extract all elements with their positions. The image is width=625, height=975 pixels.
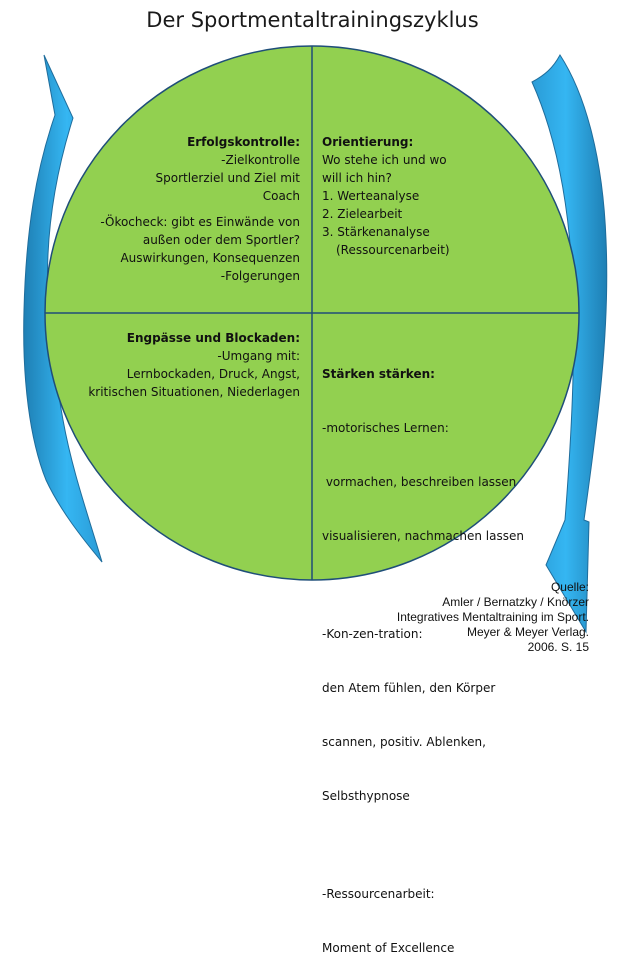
quadrant-erfolgskontrolle: Erfolgskontrolle: -Zielkontrolle Sportle…	[70, 133, 300, 285]
source-line: 2006. S. 15	[527, 640, 589, 654]
source-line: Quelle:	[550, 580, 589, 594]
text-line: Coach	[262, 189, 300, 203]
text-line: Moment of Excellence	[322, 941, 455, 955]
diagram-title: Der Sportmentaltrainingszyklus	[146, 8, 479, 32]
right-cycle-arrow	[531, 54, 608, 634]
text-line: den Atem fühlen, den Körper	[322, 681, 496, 695]
text-line: 2. Zielearbeit	[322, 207, 403, 221]
text-line: will ich hin?	[322, 171, 392, 185]
text-line: -Umgang mit:	[217, 349, 300, 363]
text-line: -motorisches Lernen:	[322, 421, 449, 435]
source-line: Integratives Mentaltraining im Sport.	[396, 610, 589, 624]
text-line: -Ressourcenarbeit:	[322, 887, 435, 901]
text-line: Wo stehe ich und wo	[322, 153, 447, 167]
quadrant-engpaesse: Engpässe und Blockaden: -Umgang mit: Ler…	[60, 329, 300, 401]
text-line: -Kon-zen-tration:	[322, 627, 423, 641]
heading-staerken: Stärken stärken:	[322, 367, 435, 381]
source-line: Meyer & Meyer Verlag.	[466, 625, 589, 639]
heading-orientierung: Orientierung:	[322, 135, 414, 149]
text-line: -Zielkontrolle	[221, 153, 300, 167]
text-line: scannen, positiv. Ablenken,	[322, 735, 486, 749]
text-line: Sportlerziel und Ziel mit	[155, 171, 301, 185]
heading-engpaesse: Engpässe und Blockaden:	[126, 331, 300, 345]
cycle-diagram	[23, 45, 608, 634]
text-line: Lernbockaden, Druck, Angst,	[126, 367, 300, 381]
heading-erfolgskontrolle: Erfolgskontrolle:	[187, 135, 300, 149]
source-line: Amler / Bernatzky / Knörzer	[442, 595, 589, 609]
text-line: 1. Werteanalyse	[322, 189, 420, 203]
text-line: 3. Stärkenanalyse	[322, 225, 430, 239]
text-line: außen oder dem Sportler?	[142, 233, 300, 247]
text-line: Auswirkungen, Konsequenzen	[120, 251, 300, 265]
text-line: (Ressourcenarbeit)	[336, 243, 450, 257]
text-line: kritischen Situationen, Niederlagen	[88, 385, 300, 399]
quadrant-orientierung: Orientierung: Wo stehe ich und wo will i…	[322, 133, 552, 259]
text-line: Selbsthypnose	[322, 789, 410, 803]
text-line: vormachen, beschreiben lassen	[322, 475, 517, 489]
source-citation: Quelle: Amler / Bernatzky / Knörzer Inte…	[397, 580, 589, 655]
text-line: -Ökocheck: gibt es Einwände von	[100, 215, 300, 229]
text-line: visualisieren, nachmachen lassen	[322, 529, 524, 543]
text-line: -Folgerungen	[220, 269, 300, 283]
